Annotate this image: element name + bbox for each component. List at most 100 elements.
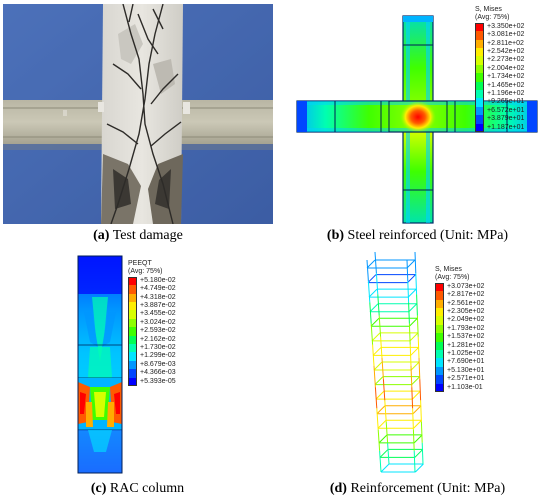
legend-title-line: S, Mises bbox=[475, 6, 502, 13]
legend-value: +2.004e+02 bbox=[487, 64, 525, 72]
legend-value: +3.455e-02 bbox=[140, 310, 176, 318]
legend-row: +7.690e+01 bbox=[435, 358, 484, 367]
longitudinal-bar bbox=[373, 365, 376, 388]
stirrup-side bbox=[412, 405, 422, 415]
stirrup-side bbox=[411, 376, 421, 385]
stirrup-side bbox=[372, 347, 382, 356]
longitudinal-bar bbox=[385, 421, 389, 443]
stirrup-side bbox=[408, 303, 418, 313]
legend-row: +1.537e+02 bbox=[435, 333, 484, 342]
legend-value: +2.049e+02 bbox=[447, 316, 485, 324]
legend-swatch bbox=[128, 318, 137, 328]
stirrup-side bbox=[374, 376, 384, 385]
stirrup-side bbox=[379, 449, 389, 458]
legend-value: +5.393e-05 bbox=[140, 377, 176, 385]
legend-row: +5.393e-05 bbox=[128, 377, 176, 386]
legend-row: +1.793e+02 bbox=[435, 324, 485, 334]
longitudinal-bar bbox=[416, 294, 418, 316]
legend-swatch bbox=[128, 343, 137, 353]
legend-value: +1.793e+02 bbox=[447, 324, 485, 332]
legend-title-line: (Avg: 75%) bbox=[475, 14, 510, 22]
legend-swatch bbox=[435, 383, 444, 392]
legend-steel-stress: S, Mises(Avg: 75%)+3.350e+02+3.081e+02 +2… bbox=[475, 6, 524, 132]
longitudinal-bar bbox=[384, 400, 387, 422]
longitudinal-bar bbox=[420, 421, 423, 443]
legend-swatch bbox=[435, 349, 444, 359]
legend-swatch bbox=[475, 39, 484, 48]
legend-row: +2.542e+02 bbox=[475, 47, 525, 57]
legend-value: +9.265e+01 bbox=[487, 98, 525, 106]
legend-value: +8.679e-03 bbox=[140, 360, 176, 368]
caption-a-label: (a) bbox=[93, 228, 110, 243]
legend-value: +4.366e-03 bbox=[140, 369, 176, 377]
stirrup-side bbox=[373, 361, 383, 371]
legend-value: +3.024e-02 bbox=[140, 318, 176, 326]
legend-row: +3.350e+02 bbox=[475, 22, 525, 32]
stirrup-side bbox=[371, 332, 381, 342]
legend-value: +1.281e+02 bbox=[447, 341, 485, 349]
legend-swatch bbox=[435, 375, 444, 384]
legend-value: +2.305e+02 bbox=[447, 307, 485, 315]
legend-value: +3.081e+02 bbox=[487, 31, 525, 39]
stirrup-side bbox=[375, 390, 385, 400]
legend-swatch bbox=[128, 377, 137, 386]
stirrup-side bbox=[380, 463, 390, 473]
legend-swatch bbox=[435, 316, 444, 325]
panel-b-steel-reinforced: S, Mises(Avg: 75%)+3.350e+02+3.081e+02 +2… bbox=[285, 0, 550, 225]
stirrup-side bbox=[410, 361, 420, 371]
legend-swatch bbox=[435, 366, 444, 376]
longitudinal-bar bbox=[378, 315, 382, 337]
legend-swatch bbox=[435, 333, 444, 342]
legend-title-line: (Avg: 75%) bbox=[435, 274, 470, 282]
legend-swatch bbox=[435, 291, 444, 300]
longitudinal-bar bbox=[416, 315, 419, 337]
longitudinal-bar bbox=[382, 379, 386, 401]
legend-row: +2.004e+02 bbox=[475, 64, 525, 74]
stirrup-side bbox=[367, 274, 377, 283]
legend-swatch bbox=[128, 327, 137, 336]
legend-row: +2.162e-02 bbox=[128, 335, 176, 344]
legend-value: +2.561e+02 bbox=[447, 299, 485, 307]
legend-value: +1.734e+02 bbox=[487, 73, 525, 81]
legend-row: +2.273e+02 bbox=[475, 56, 524, 65]
legend-value: +6.572e+01 bbox=[487, 106, 525, 114]
legend-swatch bbox=[435, 341, 444, 350]
stirrup-side bbox=[410, 347, 419, 356]
stirrup-side bbox=[413, 419, 422, 429]
legend-row: +4.366e-03 bbox=[128, 369, 176, 378]
legend-row: +1.025e+02 bbox=[435, 349, 484, 359]
stirrup-side bbox=[368, 288, 378, 298]
longitudinal-bar bbox=[372, 344, 375, 367]
legend-swatch bbox=[475, 98, 484, 107]
caption-d-label: (d) bbox=[329, 481, 347, 496]
legend-row: +2.571e+01 bbox=[435, 375, 484, 384]
legend-swatch bbox=[475, 115, 484, 124]
legend-swatch bbox=[475, 81, 484, 90]
legend-value: +5.130e+01 bbox=[447, 366, 485, 374]
test-damage-photo bbox=[3, 3, 273, 225]
legend-row: +3.081e+02 bbox=[475, 31, 525, 40]
legend-row: +1.187e+01 bbox=[475, 123, 525, 132]
caption-a: (a) Test damage bbox=[3, 228, 273, 244]
stirrup-side bbox=[407, 288, 417, 298]
stirrup-side bbox=[413, 434, 423, 444]
legend-row: +2.593e-02 bbox=[128, 327, 176, 336]
panel-a-test-damage bbox=[3, 3, 273, 225]
legend-row: +3.455e-02 bbox=[128, 310, 176, 319]
panel-d-reinforcement: S, Mises(Avg: 75%)+3.073e+02+2.817e+02+2… bbox=[285, 252, 550, 477]
legend-value: +2.542e+02 bbox=[487, 47, 525, 55]
longitudinal-bar bbox=[420, 400, 422, 422]
legend-value: +3.350e+02 bbox=[487, 22, 525, 30]
stirrup-side bbox=[409, 332, 419, 342]
legend-row: +1.730e-02 bbox=[128, 343, 176, 353]
legend-value: +5.180e-02 bbox=[140, 276, 176, 284]
longitudinal-bar bbox=[367, 281, 371, 303]
stirrup-side bbox=[370, 317, 380, 327]
legend-value: +1.187e+01 bbox=[487, 123, 525, 131]
longitudinal-bar bbox=[366, 259, 369, 282]
stirrup-side bbox=[376, 405, 386, 415]
stirrup-side bbox=[415, 463, 424, 473]
longitudinal-bar bbox=[387, 442, 390, 465]
longitudinal-bar bbox=[412, 408, 414, 430]
legend-value: +2.162e-02 bbox=[140, 335, 176, 343]
